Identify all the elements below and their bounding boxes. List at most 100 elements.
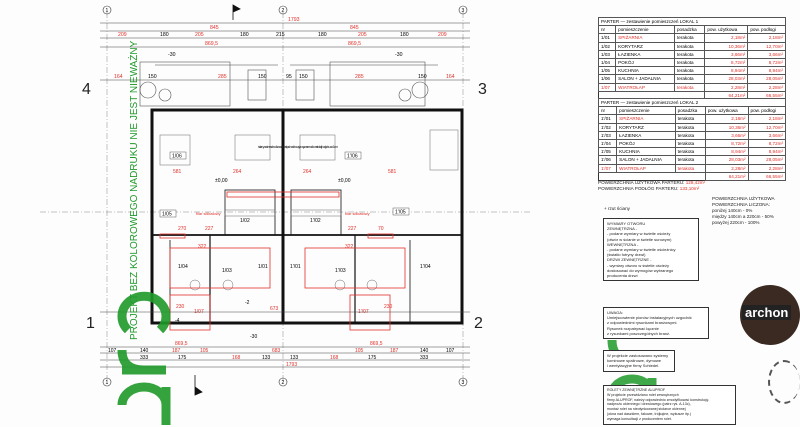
bottom-dimension-lines [100,311,470,368]
building-walls [150,108,464,325]
svg-text:168: 168 [330,355,339,361]
svg-text:±0,00: ±0,00 [338,178,351,184]
svg-text:95: 95 [286,74,292,80]
svg-text:1793: 1793 [288,17,300,23]
furniture [159,129,459,291]
svg-text:3: 3 [462,8,465,14]
svg-text:-2: -2 [245,300,250,306]
svg-text:869,5: 869,5 [175,341,188,347]
svg-text:4: 4 [82,81,91,98]
stair-note: ściany nośne schodów oraz belę schodów w… [258,145,338,149]
svg-text:3: 3 [462,380,465,386]
svg-text:1/05: 1/05 [162,212,172,218]
svg-text:3: 3 [478,81,487,98]
svg-text:187: 187 [390,348,399,354]
svg-text:1/04: 1/04 [178,264,188,270]
svg-text:264: 264 [303,169,312,175]
svg-text:107: 107 [108,348,117,354]
svg-text:333: 333 [140,355,149,361]
svg-text:869,5: 869,5 [370,341,383,347]
svg-text:180: 180 [400,32,409,38]
svg-text:168: 168 [232,355,241,361]
axis-markers: 1 2 3 1 2 3 [102,5,468,387]
svg-text:227: 227 [348,226,357,232]
svg-text:175: 175 [178,355,187,361]
svg-text:1'/03: 1'/03 [335,268,346,274]
svg-text:1: 1 [106,380,109,386]
svg-text:1'/02: 1'/02 [310,218,321,224]
svg-text:581: 581 [388,169,397,175]
stamp-seal [768,360,800,404]
svg-text:107: 107 [446,348,455,354]
svg-text:673: 673 [270,306,279,312]
bottom-dimensions: 230 673 230 -2 -4 -30 869,5 869,5 107 140 187 10… [108,300,455,368]
svg-text:683: 683 [272,348,281,354]
svg-text:-30: -30 [250,334,257,340]
svg-text:1/01: 1/01 [258,264,268,270]
room-table-unit-2: PARTER — zestawienie pomieszczeń LOKAL 2… [597,97,787,181]
north-arrow-icon [232,4,241,20]
svg-text:1/03: 1/03 [222,268,232,274]
svg-text:±0,00: ±0,00 [215,178,228,184]
svg-text:187: 187 [172,348,181,354]
svg-text:322: 322 [345,244,354,250]
svg-text:285: 285 [355,74,364,80]
svg-text:180: 180 [318,32,327,38]
svg-text:105: 105 [200,348,209,354]
svg-text:845: 845 [210,25,219,31]
legend-wall: + rzut ściany [604,206,630,211]
area-totals: POWIERZCHNIA UŻYTKOWA PARTERU: 128,42m² … [598,180,706,191]
svg-text:filar silikatowy: filar silikatowy [196,211,221,216]
svg-text:333: 333 [420,355,429,361]
svg-text:-4: -4 [175,318,180,324]
svg-text:230: 230 [176,304,185,310]
svg-text:2: 2 [282,8,285,14]
svg-text:150: 150 [258,74,267,80]
svg-text:264: 264 [233,169,242,175]
svg-text:175: 175 [368,355,377,361]
svg-text:205: 205 [195,32,204,38]
svg-text:1'/06: 1'/06 [347,154,358,160]
svg-text:133: 133 [290,355,299,361]
svg-text:164: 164 [446,74,455,80]
svg-text:164: 164 [114,74,123,80]
watermark-text: PROJEKT BEZ KOLOROWEGO NADRUKU NIE JEST … [129,40,140,340]
svg-text:1/06: 1/06 [172,154,182,160]
svg-text:1'/04: 1'/04 [420,264,431,270]
svg-text:1793: 1793 [286,362,297,368]
svg-text:133: 133 [262,355,271,361]
svg-text:filar silikatowy: filar silikatowy [345,211,370,216]
svg-text:2: 2 [474,315,483,332]
svg-text:205: 205 [358,32,367,38]
svg-text:180: 180 [160,32,169,38]
archon-logo-badge: archon [740,285,800,345]
corner-numbers: 4 3 1 2 [82,81,487,332]
svg-text:581: 581 [173,169,182,175]
svg-text:1'/05: 1'/05 [395,210,406,216]
svg-text:285: 285 [218,74,227,80]
room-table-unit-1: PARTER — zestawienie pomieszczeń LOKAL 1… [597,16,786,100]
svg-text:230: 230 [384,304,393,310]
terraces [139,61,429,107]
svg-text:-30: -30 [168,52,176,58]
svg-text:140: 140 [140,348,149,354]
svg-text:1/02: 1/02 [240,218,250,224]
svg-text:215: 215 [276,32,285,38]
svg-text:150: 150 [418,74,427,80]
svg-text:209: 209 [118,32,127,38]
section-arrow-icon [194,375,203,396]
svg-text:227: 227 [205,226,214,232]
svg-text:180: 180 [240,32,249,38]
top-dimension-lines [100,22,470,81]
installation-note: UWAGA:Umiejscowienie pionów instalacyjny… [603,307,709,340]
svg-text:322: 322 [198,244,207,250]
svg-text:105: 105 [355,348,364,354]
svg-text:150: 150 [299,74,308,80]
svg-text:150: 150 [148,74,157,80]
